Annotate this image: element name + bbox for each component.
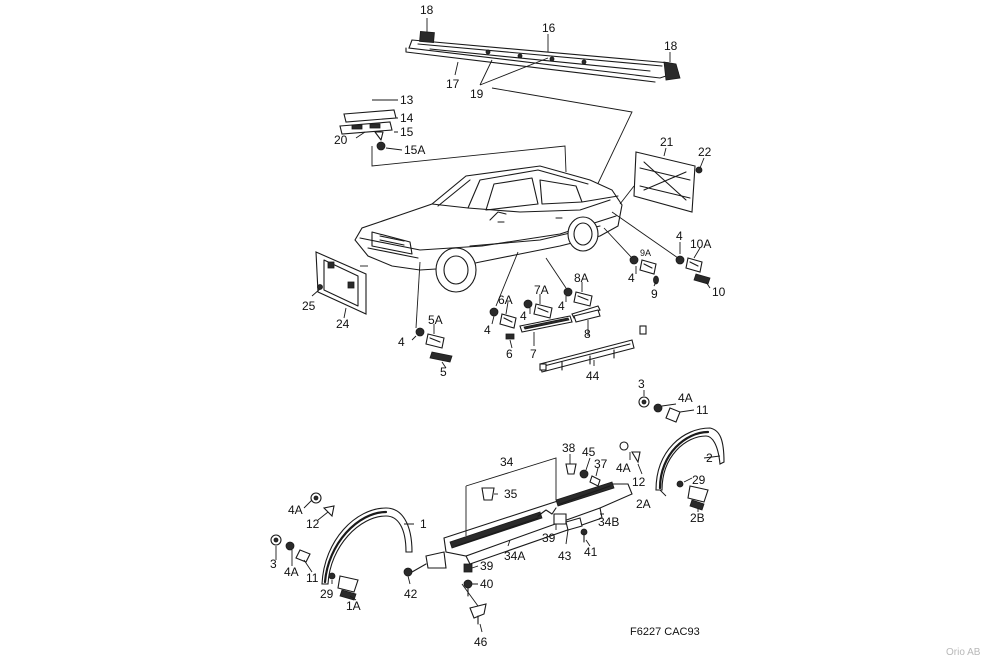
callout-14: 14 bbox=[400, 111, 414, 125]
rear-arch-clips bbox=[619, 396, 684, 488]
callout-29-rear: 29 bbox=[692, 473, 706, 487]
callout-11-rear: 11 bbox=[696, 403, 709, 417]
callout-34: 34 bbox=[500, 455, 514, 469]
rocker-panel bbox=[425, 481, 633, 569]
callout-34B: 34B bbox=[598, 515, 619, 529]
callout-41: 41 bbox=[584, 545, 598, 559]
rear-wheel-arch bbox=[655, 427, 725, 511]
callout-19: 19 bbox=[470, 87, 484, 101]
callout-4A-front-low: 4A bbox=[284, 565, 299, 579]
callout-7: 7 bbox=[530, 347, 537, 361]
callout-12-front: 12 bbox=[306, 517, 320, 531]
callout-12-rear: 12 bbox=[632, 475, 646, 489]
callout-15: 15 bbox=[400, 125, 414, 139]
callout-5: 5 bbox=[440, 365, 447, 379]
watermark: Orio AB bbox=[946, 647, 981, 658]
callout-11-front: 11 bbox=[306, 571, 319, 585]
door-clip-cluster-8 bbox=[563, 287, 601, 319]
callout-2A: 2A bbox=[636, 497, 651, 511]
callout-3-front: 3 bbox=[270, 557, 277, 571]
callout-4A-front-top: 4A bbox=[288, 503, 303, 517]
callout-29-front: 29 bbox=[320, 587, 334, 601]
callout-1A: 1A bbox=[346, 599, 361, 613]
callout-1: 1 bbox=[420, 517, 427, 531]
callout-35: 35 bbox=[504, 487, 518, 501]
callout-45: 45 bbox=[582, 445, 596, 459]
callout-4-front: 4 bbox=[398, 335, 405, 349]
callout-37: 37 bbox=[594, 457, 608, 471]
callout-7A: 7A bbox=[534, 283, 549, 297]
callout-46: 46 bbox=[474, 635, 488, 649]
callout-38: 38 bbox=[562, 441, 576, 455]
callout-18b: 18 bbox=[664, 39, 678, 53]
callout-labels: 18 16 18 17 19 13 14 15 20 15A 21 22 4 1… bbox=[270, 3, 726, 649]
callout-18a: 18 bbox=[420, 3, 434, 17]
callout-2B: 2B bbox=[690, 511, 705, 525]
callout-4A-rear-top: 4A bbox=[678, 391, 693, 405]
front-clip-cluster bbox=[415, 327, 453, 363]
callout-5A: 5A bbox=[428, 313, 443, 327]
callout-44: 44 bbox=[586, 369, 600, 383]
callout-20: 20 bbox=[334, 133, 348, 147]
lower-fasteners bbox=[403, 563, 487, 625]
callout-24: 24 bbox=[336, 317, 350, 331]
callout-10: 10 bbox=[712, 285, 726, 299]
callout-22: 22 bbox=[698, 145, 712, 159]
callout-4A-rear-mid: 4A bbox=[616, 461, 631, 475]
front-wheel-arch bbox=[321, 507, 413, 601]
callout-8A: 8A bbox=[574, 271, 589, 285]
rear-plate-holder bbox=[633, 151, 703, 213]
callout-4-mid: 4 bbox=[628, 271, 635, 285]
callout-4-door-rear: 4 bbox=[558, 299, 565, 313]
callout-15A: 15A bbox=[404, 143, 425, 157]
sill-strip bbox=[539, 325, 647, 373]
callout-34A: 34A bbox=[504, 549, 525, 563]
callout-13: 13 bbox=[400, 93, 414, 107]
callout-40: 40 bbox=[480, 577, 494, 591]
rocker-fasteners bbox=[553, 463, 601, 543]
figure-code: F6227 CAC93 bbox=[630, 626, 700, 638]
callout-4-door-a: 4 bbox=[484, 323, 491, 337]
callout-4-door-b: 4 bbox=[520, 309, 527, 323]
door-moulding-strips bbox=[519, 309, 601, 333]
front-plate-holder bbox=[315, 251, 367, 315]
callout-10A: 10A bbox=[690, 237, 711, 251]
callout-4-rear: 4 bbox=[676, 229, 683, 243]
callout-25: 25 bbox=[302, 299, 316, 313]
callout-21: 21 bbox=[660, 135, 674, 149]
callout-16: 16 bbox=[542, 21, 556, 35]
callout-6: 6 bbox=[506, 347, 513, 361]
callout-6A: 6A bbox=[498, 293, 513, 307]
roof-trim-strip bbox=[405, 30, 681, 83]
callout-39-upper: 39 bbox=[542, 531, 556, 545]
door-clip-cluster-7 bbox=[489, 299, 553, 340]
callout-3-rear: 3 bbox=[638, 377, 645, 391]
callout-9: 9 bbox=[651, 287, 658, 301]
car-body bbox=[354, 165, 623, 293]
rear-clip-cluster bbox=[629, 255, 711, 285]
roof-bracket bbox=[339, 109, 397, 151]
callout-8: 8 bbox=[584, 327, 591, 341]
callout-42: 42 bbox=[404, 587, 418, 601]
callout-17: 17 bbox=[446, 77, 460, 91]
callout-2: 2 bbox=[706, 451, 713, 465]
callout-43: 43 bbox=[558, 549, 572, 563]
callout-39-lower: 39 bbox=[480, 559, 494, 573]
callout-9A: 9A bbox=[640, 248, 651, 258]
